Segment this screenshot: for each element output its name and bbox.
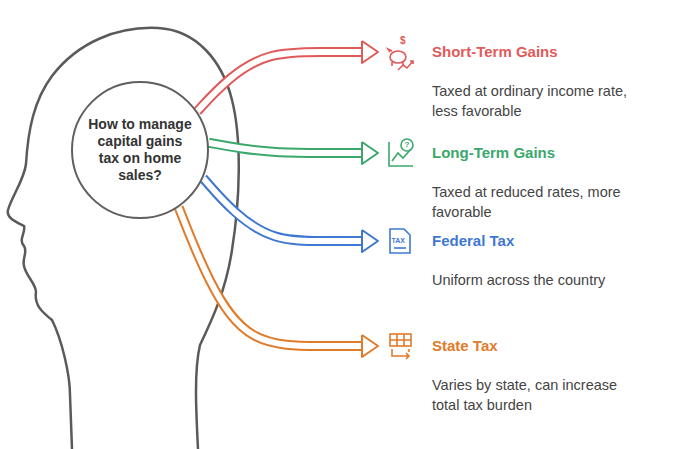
arrow-shaft-outline: [203, 178, 364, 241]
icon-glyph: $: [400, 36, 406, 46]
central-question: How to manage capital gains tax on home …: [88, 116, 192, 184]
hollow-arrow: [179, 207, 378, 357]
arrow-head: [362, 142, 378, 164]
arrow-shaft-inner: [179, 207, 364, 346]
head-silhouette: [8, 28, 239, 449]
piggy-icon: [388, 49, 413, 70]
branch-description: Taxed at ordinary income rate, less favo…: [432, 81, 644, 121]
branch-title: Long-Term Gains: [432, 144, 646, 162]
icon-glyph: ?: [405, 141, 410, 149]
branch-title: State Tax: [432, 337, 646, 355]
arrow-shaft-outline: [197, 52, 364, 111]
branch-item: Federal TaxUniform across the country: [384, 232, 646, 290]
branch-item: Short-Term GainsTaxed at ordinary income…: [384, 43, 646, 121]
hollow-arrow: [203, 178, 378, 252]
arrow-shaft-inner: [203, 178, 364, 241]
hollow-arrow: [209, 142, 378, 164]
branch-description: Taxed at reduced rates, more favorable: [432, 182, 644, 222]
icon-glyph: TAX: [392, 237, 405, 244]
arrow-shaft-outline: [179, 207, 364, 346]
arrow-head: [362, 335, 378, 357]
branch-title: Short-Term Gains: [432, 43, 646, 61]
branch-title: Federal Tax: [432, 232, 646, 250]
hollow-arrow: [197, 41, 378, 111]
question-circle: How to manage capital gains tax on home …: [71, 81, 209, 219]
branch-description: Uniform across the country: [432, 270, 644, 290]
arrow-shaft-inner: [197, 52, 364, 111]
chart-icon: [389, 139, 413, 166]
table-icon: [390, 334, 411, 359]
branch-description: Varies by state, can increase total tax …: [432, 375, 644, 415]
arrow-shaft-outline: [209, 143, 364, 153]
arrow-shaft-inner: [209, 143, 364, 153]
tax-document-icon: [390, 229, 410, 253]
branch-item: Long-Term GainsTaxed at reduced rates, m…: [384, 144, 646, 222]
arrow-head: [362, 41, 378, 63]
arrow-head: [362, 230, 378, 252]
branch-item: State TaxVaries by state, can increase t…: [384, 337, 646, 415]
